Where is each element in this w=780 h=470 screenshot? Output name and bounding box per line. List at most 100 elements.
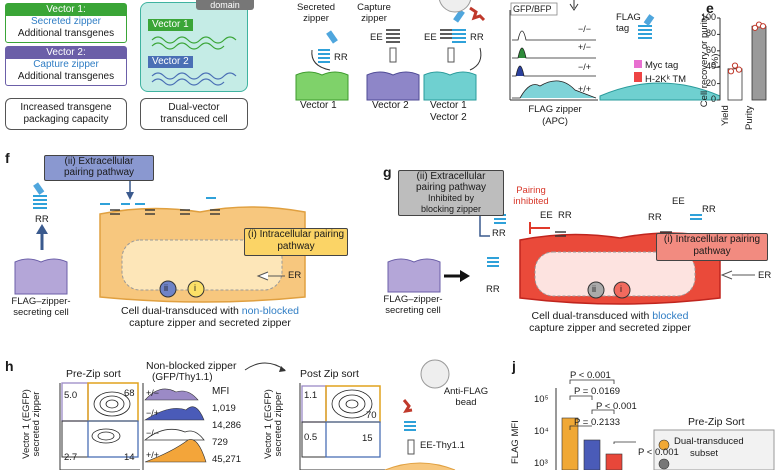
panel-g-secreting-cell [387,258,441,293]
panel-e-tick-20: 20 [705,77,716,88]
hist-row-3 [512,65,596,77]
vector1-c-label: Vector 1 [300,100,337,111]
myc-tag-icon [634,60,642,68]
panel-letter-g: g [383,164,392,180]
vector1-dna-wave-2 [151,42,225,50]
panel-letter-h: h [5,358,14,374]
point-yield-0 [727,68,735,75]
p-value-4: P = 0.2133 [574,417,621,428]
gfp-thy-label: (GFP/Thy1.1) [152,372,213,383]
pre-zip-sort-title: Pre-Zip sort [66,368,121,380]
panel-letter-e: e [706,0,714,16]
panel-e-cat-purity: Purity [744,105,755,130]
ee-label-c2: EE [424,32,437,43]
post-q-ul: 1.1 [304,390,318,401]
secreted-zipper-label: Secreted zipper [296,2,336,24]
hist-h-row-3 [143,428,205,441]
vector2-title: Vector 2: [6,47,126,59]
p-value-3: P < 0.001 [596,401,637,412]
ee-thy-label: EE-Thy1.1 [420,440,465,451]
post-contours [331,389,373,419]
panel-c-capture-zipper [386,29,400,43]
panel-c-vector1-cell [295,71,349,101]
panel-c-vector12-cell [423,71,477,101]
panel-b-caption-box: Dual-vector transduced cell [140,98,248,130]
hist-row-1 [512,30,596,41]
h-ylabel-post: Vector 1 (EGFP) secreted zipper [263,384,284,464]
rr-label-g: RR [558,210,572,221]
pre-q-ul: 5.0 [64,390,78,401]
caption-g-line1: Cell dual-transduced with blocked [490,310,730,322]
h-ylabel: Vector 1 (EGFP) secreted zipper [21,384,42,464]
h-row-label-2: −/+ [146,408,160,418]
vector1-line1: Secreted zipper [30,16,102,27]
inhibited-g-line2: blocking zipper [420,204,482,214]
panel-b-domain-box: domain [196,0,254,10]
hist-h-row-4 [144,439,207,463]
p-value-2: P = 0.0169 [574,386,621,397]
vector2-dna-wave [151,72,237,80]
anti-flag-label-1: Anti-FLAG [443,386,489,397]
caption-f-line1: Cell dual-transduced with non-blocked [90,305,330,317]
panel-a-vector1-box: Vector 1: Secreted zipper Additional tra… [5,3,127,43]
ee-right-g: EE [672,196,685,207]
panel-b-caption: Dual-vector transduced cell [160,102,228,125]
j-legend-item1-1: Dual-transduced [674,436,744,447]
pathway-ii-g-line1: (ii) Extracellular [416,171,486,182]
panel-g-marker-i [613,281,631,299]
pre-q-ll: 2.7 [64,452,78,463]
panel-g-marker-ii [587,281,605,299]
j-bar-1 [561,417,579,470]
secreting-cell-g-2: secreting cell [385,305,441,316]
pre-contours [91,391,131,444]
hist-row-label-4: +/+ [578,84,592,94]
j-tick-105: 10⁵ [534,394,549,405]
pre-q-ur: 68 [124,388,135,399]
hist-row-label-3: −/+ [578,62,592,72]
post-q-ur: 70 [366,410,377,421]
secreting-cell-g-1: FLAG–zipper- [383,294,443,305]
pre-gate-ul [61,382,89,422]
inhibited-g-line1: Inhibited by [427,193,475,203]
h-row-label-1: +/− [146,388,160,398]
hist-row-label-1: −/− [578,24,592,34]
h2k-tm-icon [634,72,642,82]
j-ylabel: FLAG MFI [510,420,521,464]
hist-row-2 [512,47,596,59]
point-purity-2 [759,23,767,30]
secreting-cell-f-2: secreting cell [13,307,69,318]
pathway-ii-g-line2: pairing pathway [415,182,487,193]
ee-label-g: EE [540,210,553,221]
marker-i-f: i [194,283,196,293]
rr-right-g: RR [702,204,716,215]
vector2-c-label: Vector 2 [372,100,409,111]
h2k-tm-label: H-2Kᵏ TM [645,74,687,85]
er-label-g: ER [758,270,772,281]
rr-bottom-g: RR [486,284,500,295]
panel-f-zipper-rr [33,182,47,209]
panel-a-vector2-box: Vector 2: Capture zipper Additional tran… [5,46,127,86]
hist-row-label-2: +/− [578,42,592,52]
panel-letter-f: f [5,150,10,166]
pathway-ii-f-line2: pairing pathway [63,167,135,178]
post-q-lr: 15 [362,433,373,444]
panel-e-tick-100: 100 [700,12,716,22]
flag-zipper-xlabel-1: FLAG zipper [528,104,582,115]
vector1-title: Vector 1: [6,4,126,16]
bar-purity [751,25,767,101]
panel-letter-j: j [512,358,516,374]
vector2-line1: Capture zipper [33,59,99,70]
j-tick-103: 10³ [534,458,548,469]
rr-label-f: RR [35,214,49,225]
anti-flag-bead-top [438,0,472,13]
rr-label-c1: RR [334,52,348,63]
panel-g-er [534,251,696,297]
h-row-mfi-1: 1,019 [212,403,236,414]
j-legend-item1-2: subset [690,448,718,459]
rr-mid-g: RR [648,212,662,223]
vector1-line2: Additional transgenes [17,28,115,39]
pathway-i-box-f: (i) Intracellular pairing pathway [244,228,348,256]
p-value-1: P < 0.001 [570,370,611,381]
panel-e-tick-60: 60 [705,44,716,55]
panel-f-marker-ii [159,280,177,298]
